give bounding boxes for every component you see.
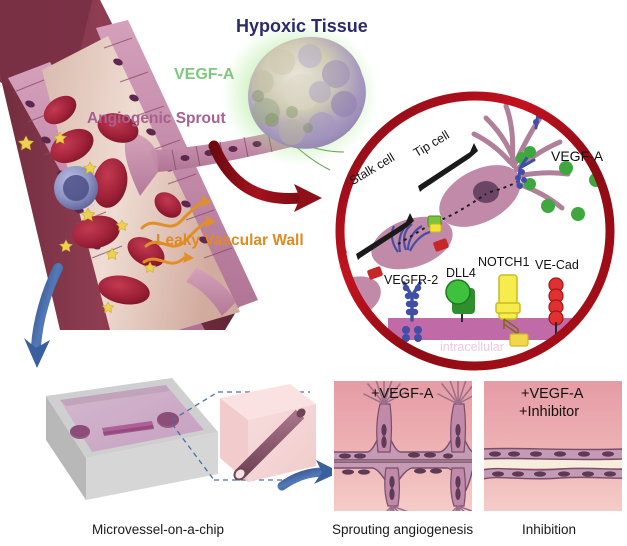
chip-well-rim [60, 385, 170, 406]
notch1-icon [495, 274, 529, 347]
blue-arrow-to-chip [24, 263, 63, 368]
leukocyte [54, 166, 98, 210]
leakage-arrows [140, 200, 208, 265]
label-vegfa-inset: VEGF-A [551, 148, 604, 164]
result-panel-inhibition [482, 379, 624, 513]
caption-inhibition: Inhibition [522, 522, 577, 537]
leakage-arrowheads [183, 196, 216, 263]
chip-gel-well [60, 385, 204, 452]
label-leaky-vascular-wall: Leaky Vascular Wall [156, 232, 304, 249]
red-blood-cells [43, 95, 182, 305]
inset-block-left [220, 398, 248, 482]
tumor-cell-lobes [250, 44, 357, 145]
red-transition-arrow [208, 140, 322, 212]
chip-channel-shadow [103, 425, 154, 436]
microvessel-chip-illustration [46, 378, 316, 500]
stalk-cell-bracket [356, 213, 414, 260]
hypoxic-tissue-mass [222, 22, 378, 166]
notch-signal-trails [397, 175, 529, 245]
label-intracellular: intracellular [440, 340, 504, 354]
inset-block-top [220, 384, 316, 420]
tip-cell-nucleus [473, 181, 499, 203]
sprout-root [124, 130, 159, 196]
legend-label-vegfr2: VEGFR-2 [384, 273, 439, 287]
inset-block-front [248, 404, 316, 482]
microvessel-tube [235, 409, 305, 479]
ve-cad-icon [548, 277, 564, 340]
chip-front-side [86, 432, 218, 500]
legend-label-dll4: DLL4 [446, 266, 476, 280]
tip-cell-bracket [418, 143, 478, 192]
panel-condition-inhibition-line-1: +VEGF-A [521, 386, 584, 402]
legend-label-vecad: VE-Cad [535, 258, 579, 272]
legend-label-notch1: NOTCH1 [478, 255, 530, 269]
sprout-lower-stub [186, 268, 236, 316]
panel-condition-inhibition-line-2: +Inhibitor [519, 404, 580, 420]
label-angiogenic-sprout: Angiogenic Sprout [87, 110, 226, 127]
vegfr2-icon [402, 281, 422, 342]
endothelial-junctions-right [103, 37, 233, 259]
tumor-texture [252, 90, 313, 133]
inset-circle-rim [335, 91, 615, 371]
dll4-icon [445, 279, 475, 322]
blue-arrow-to-panels [277, 460, 340, 491]
dll4-notch-junction [427, 215, 442, 233]
panel-condition-sprouting-line-1: +VEGF-A [371, 386, 434, 402]
molecular-inset-circle [335, 91, 615, 371]
result-panel-sprouting [332, 379, 474, 513]
tube-lumen-opening [233, 467, 247, 481]
caption-sprouting-angiogenesis: Sprouting angiogenesis [332, 522, 474, 537]
membrane-bar [388, 318, 584, 340]
chip-left-side [46, 396, 86, 500]
platelet-particles [17, 131, 157, 313]
inset-contents [340, 96, 610, 366]
label-vegfa-top: VEGF-A [174, 66, 235, 83]
caption-microvessel-chip: Microvessel-on-a-chip [92, 522, 225, 537]
label-hypoxic-tissue: Hypoxic Tissue [236, 16, 368, 36]
